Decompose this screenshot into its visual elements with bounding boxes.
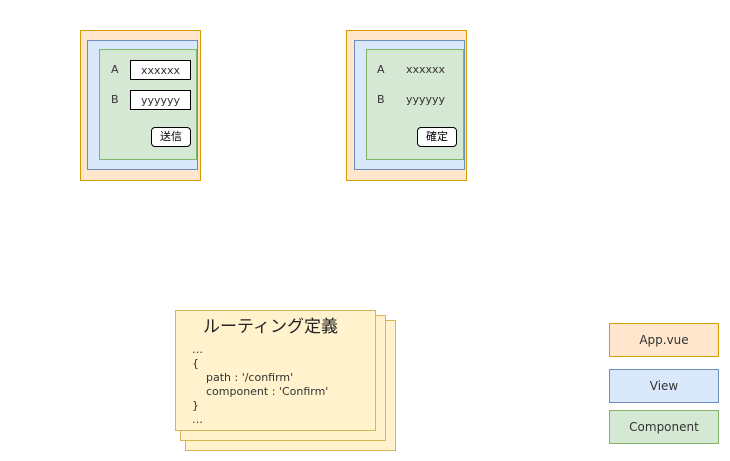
routing-note-line: … xyxy=(192,343,203,356)
legend-component: Component xyxy=(609,410,719,444)
legend-app-vue: App.vue xyxy=(609,323,719,357)
routing-note-line: … xyxy=(192,413,203,426)
submit-button[interactable]: 送信 xyxy=(151,127,191,147)
routing-note-line: } xyxy=(192,399,199,412)
routing-note-line: { xyxy=(192,357,199,370)
input-label-a: A xyxy=(111,63,119,76)
routing-note-line: path : '/confirm' xyxy=(192,371,294,384)
input-label-b: B xyxy=(111,93,119,106)
routing-note-title: ルーティング定義 xyxy=(203,317,338,337)
confirm-button[interactable]: 確定 xyxy=(417,127,457,147)
confirm-value-b: yyyyyy xyxy=(406,93,446,106)
confirm-label-a: A xyxy=(377,63,385,76)
input-field-b[interactable] xyxy=(130,90,191,110)
routing-note-page-front xyxy=(175,310,376,431)
confirm-label-b: B xyxy=(377,93,385,106)
confirm-value-a: xxxxxx xyxy=(406,63,446,76)
input-field-a[interactable] xyxy=(130,60,191,80)
legend-view: View xyxy=(609,369,719,403)
routing-note-line: component : 'Confirm' xyxy=(192,385,329,398)
